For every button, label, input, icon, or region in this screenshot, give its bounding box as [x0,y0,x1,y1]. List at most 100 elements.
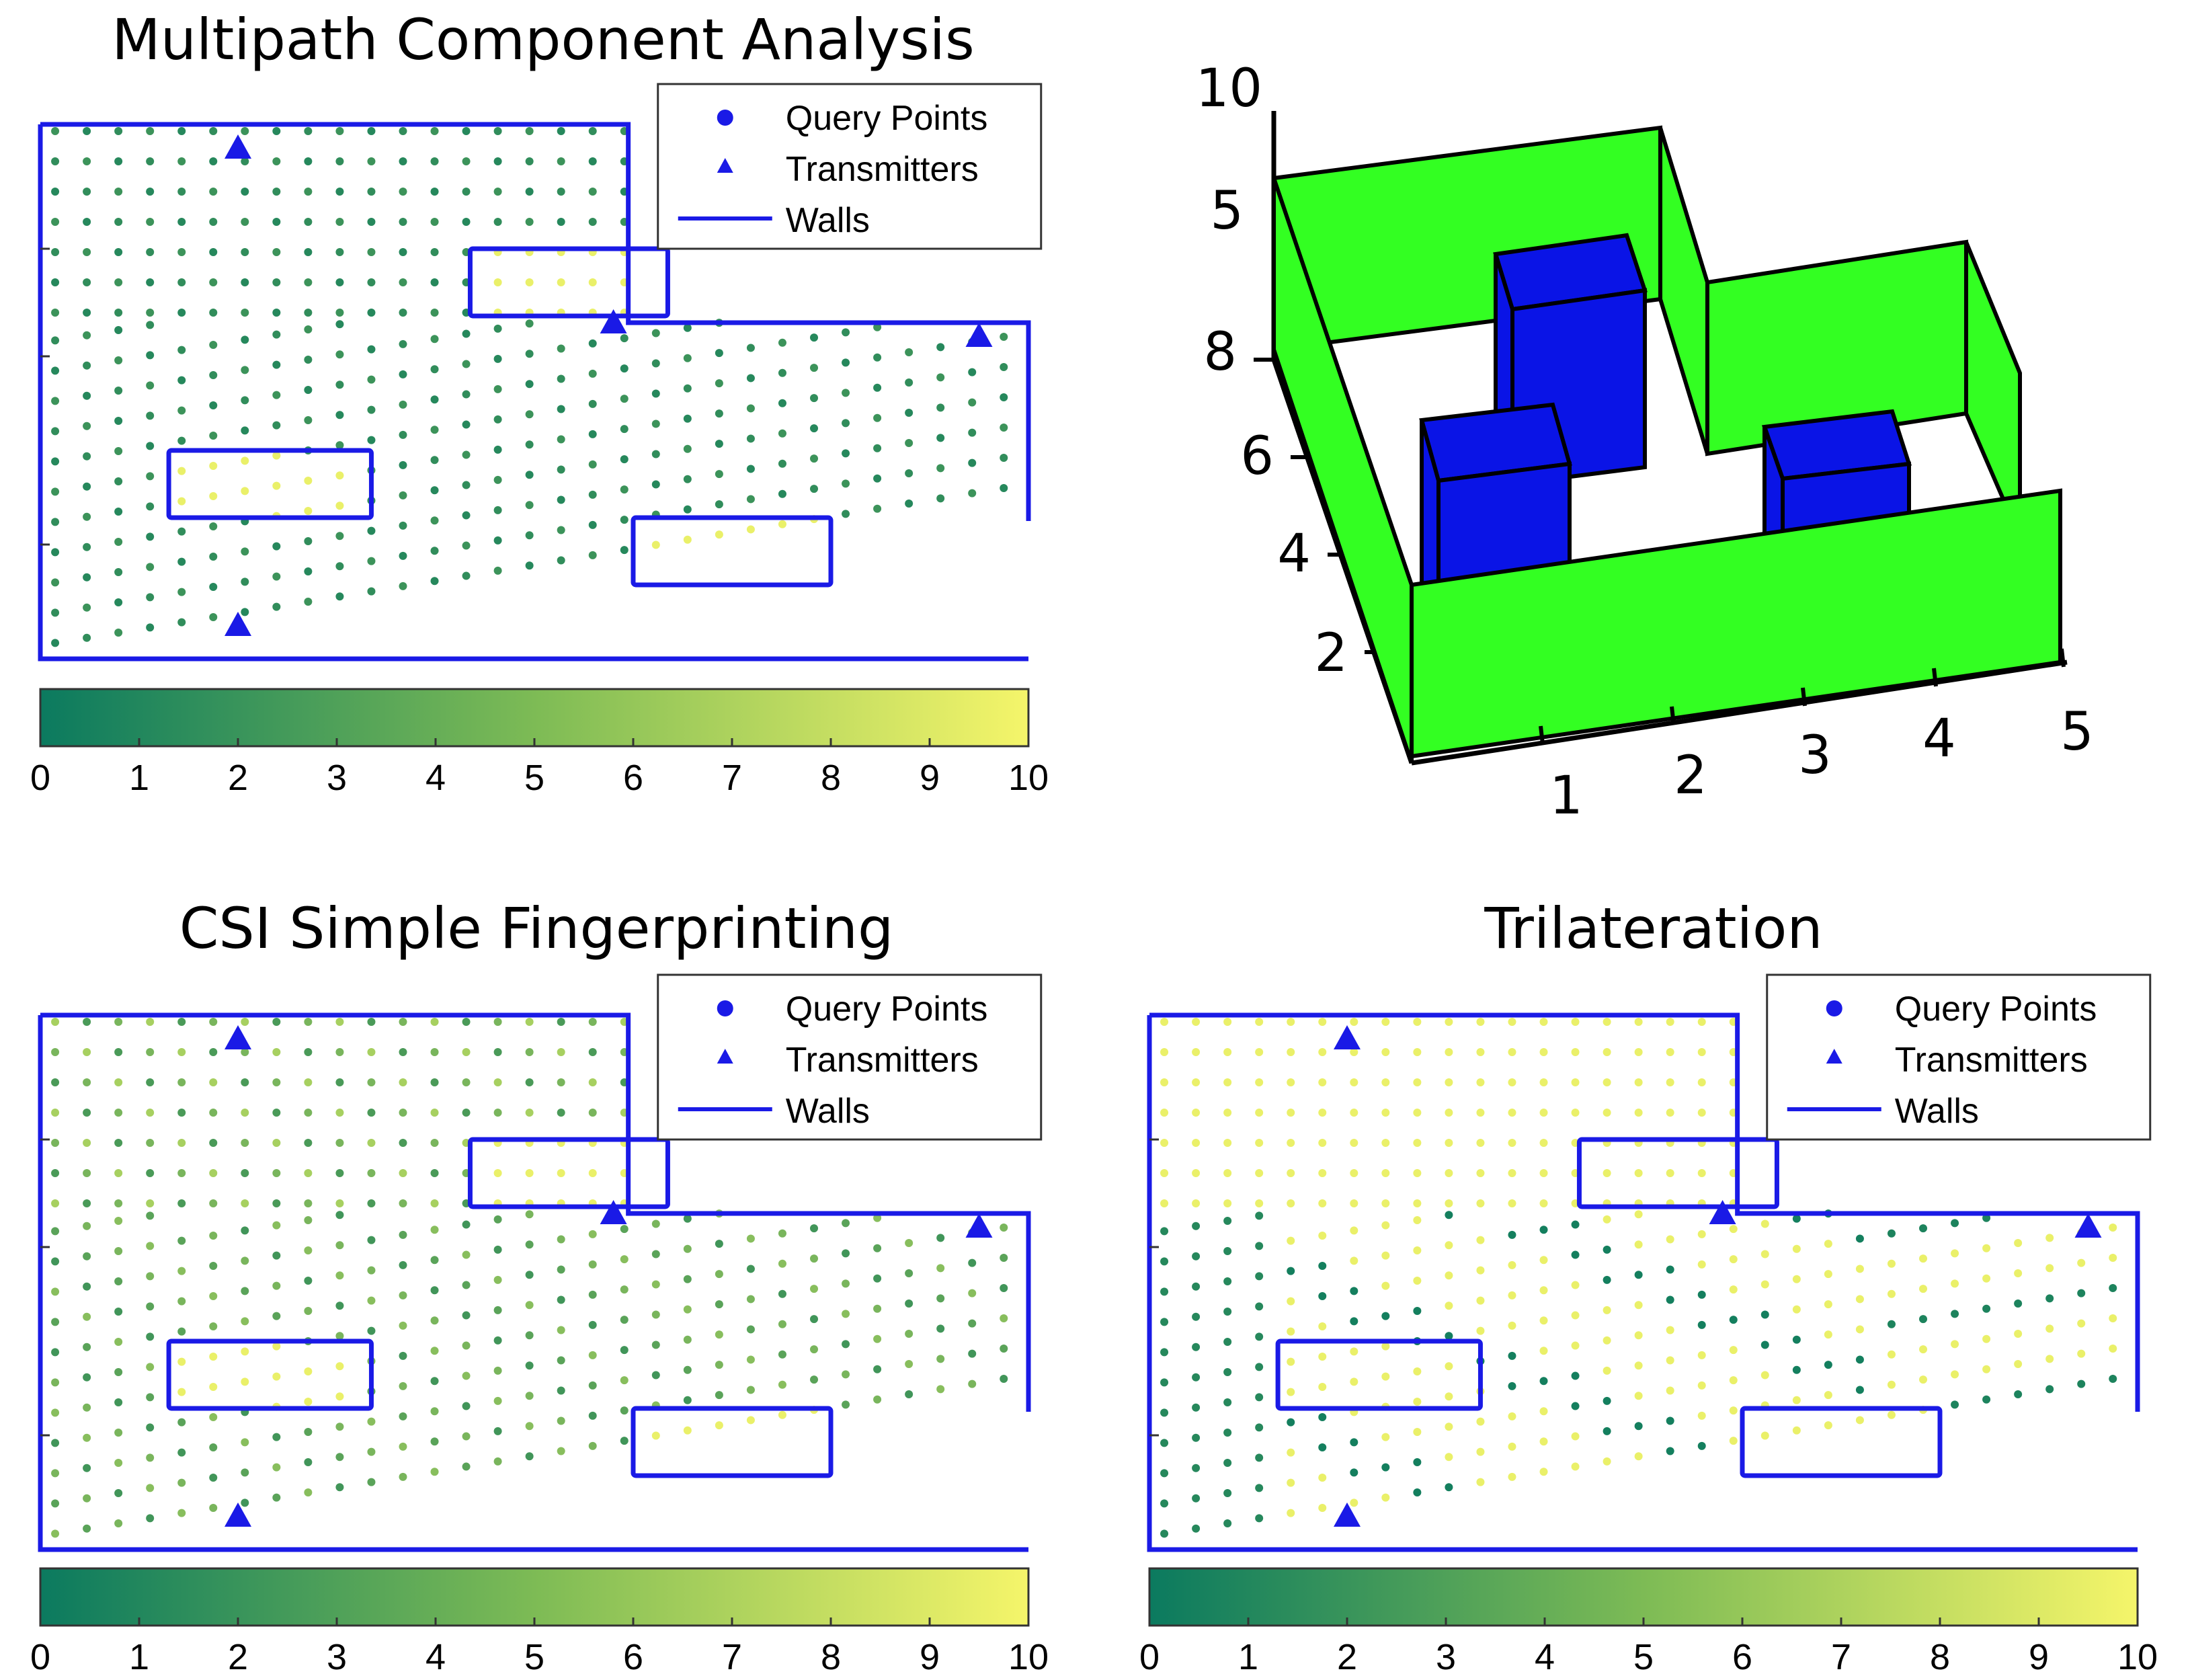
query-point [430,1139,439,1147]
query-point [1160,1318,1169,1326]
query-point [905,1390,914,1399]
query-point [1192,1109,1201,1117]
query-point [651,541,660,549]
query-point [146,472,155,481]
query-point [588,278,597,286]
query-point [146,1169,155,1177]
query-point [1919,1224,1928,1233]
query-point [1160,1408,1169,1417]
query-point [905,378,914,387]
query-point [620,1255,628,1264]
query-point [241,218,249,226]
obstacle-left [1419,402,1572,587]
query-point [842,1370,850,1379]
colorbar-tick-label: 10 [2117,1637,2158,1677]
query-point [1855,1355,1864,1364]
query-point [1381,1169,1390,1177]
query-point [1508,1230,1516,1239]
query-point [146,1211,155,1220]
query-point [1951,1400,1959,1409]
query-point [1223,1139,1232,1147]
query-point [335,1483,344,1492]
x-tick [2060,648,2066,668]
query-point [462,1462,471,1471]
query-point [1919,1315,1928,1324]
query-point [1508,1199,1516,1207]
query-point [177,1048,186,1056]
query-point [146,1078,155,1086]
query-point [367,1169,376,1177]
query-point [209,1262,218,1270]
query-point [399,1139,407,1147]
query-point [1697,1351,1706,1359]
query-point [525,1361,534,1370]
query-point [83,603,91,612]
query-point [1350,1468,1358,1477]
query-point [1192,1343,1201,1351]
query-point [146,157,155,165]
query-point [746,465,755,473]
query-point [588,1260,597,1269]
query-point [83,188,91,196]
query-point [810,1285,819,1293]
query-point [557,374,565,383]
query-point [367,127,376,135]
query-point [462,1371,471,1380]
query-point [51,1499,60,1508]
query-point [1571,1250,1580,1259]
query-point [1951,1310,1959,1318]
query-point [1445,1362,1453,1371]
obstacle-wall [631,515,834,588]
query-point [1223,1048,1232,1056]
query-point [2077,1289,2086,1297]
query-point [1508,1169,1516,1177]
colorbar-gradient [39,1567,1030,1627]
query-point [51,366,60,375]
transmitter-marker [1334,1025,1361,1049]
query-point [209,1292,218,1300]
query-point [51,1408,60,1417]
query-point [1919,1254,1928,1263]
query-point [651,1341,660,1349]
query-point [304,476,313,485]
query-point [525,1018,534,1026]
query-point [1887,1229,1896,1238]
query-point [1255,1048,1264,1056]
query-point [2014,1239,2023,1248]
query-point [905,348,914,357]
query-point [367,278,376,286]
query-point [462,481,471,489]
query-point [367,1447,376,1456]
query-point [209,218,218,226]
x-tick [1539,725,1545,745]
query-point [83,1282,91,1291]
x-tick-label: 5 [2060,702,2094,762]
query-point [335,562,344,571]
query-point [114,1489,123,1498]
query-point [1160,1529,1169,1538]
query-point [525,380,534,389]
obstacle-wall [1740,1406,1943,1478]
query-point [1223,1308,1232,1316]
query-point [177,467,186,475]
query-point [715,500,723,509]
colorbar-tick-label: 2 [228,758,248,798]
query-point [430,547,439,555]
query-point [968,489,977,497]
query-point [51,487,60,496]
query-point [83,1109,91,1117]
query-point [1729,1225,1738,1234]
query-point [304,1488,313,1496]
query-point [588,157,597,165]
query-point [241,547,249,556]
query-point [1413,1246,1422,1254]
query-point [1255,1272,1264,1281]
query-point [1255,1484,1264,1492]
query-point [905,1330,914,1338]
query-point [2077,1349,2086,1358]
query-point [241,1377,249,1386]
query-point [399,1109,407,1117]
query-point [1287,1448,1295,1457]
